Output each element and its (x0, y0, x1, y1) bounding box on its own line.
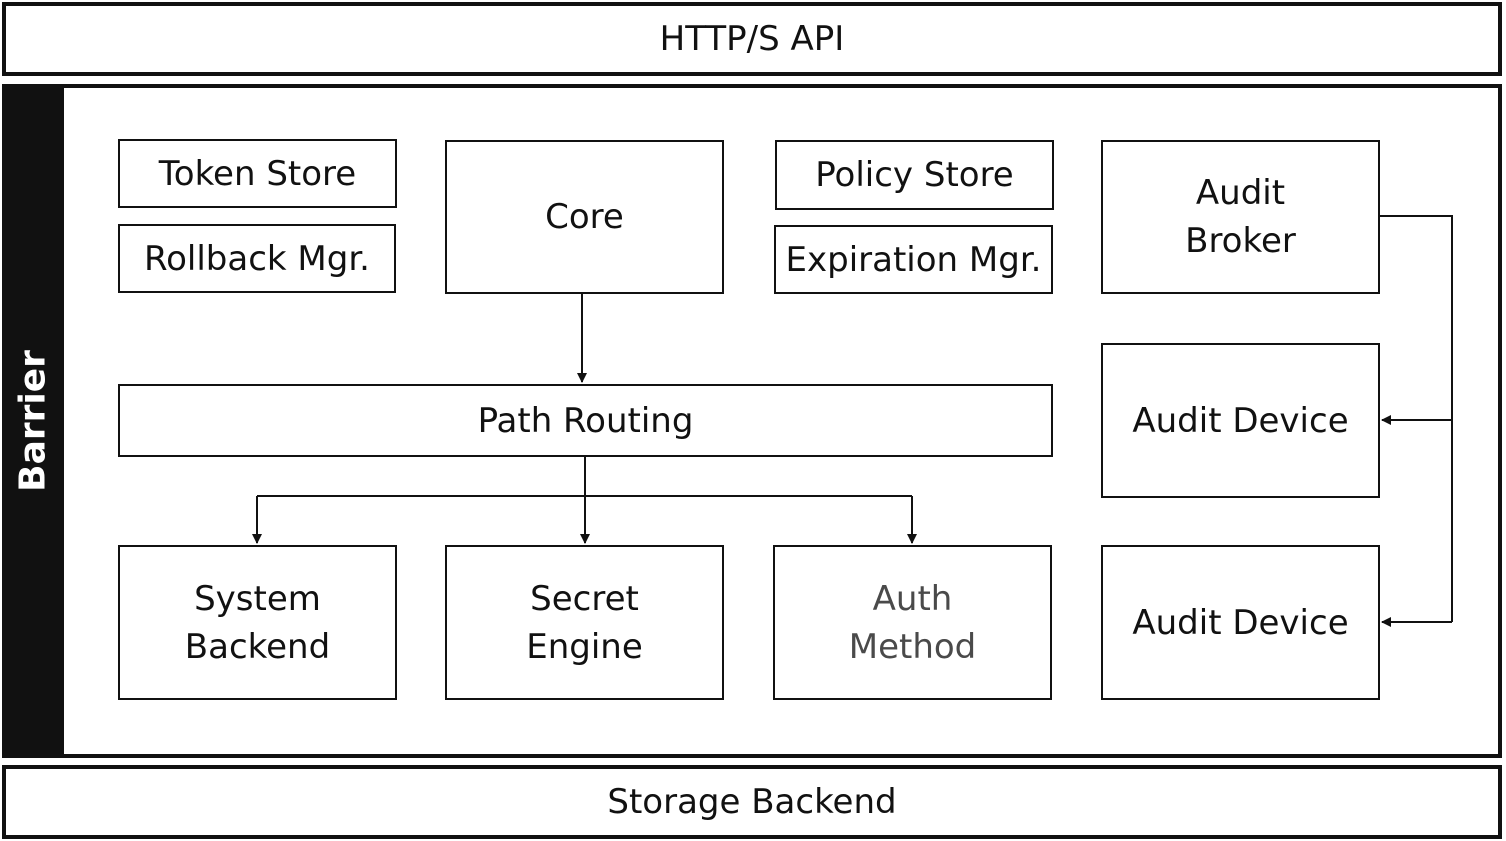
rollback-mgr-box: Rollback Mgr. (118, 224, 396, 293)
http-api-layer: HTTP/S API (2, 2, 1502, 76)
secret-engine-label: Secret Engine (526, 578, 643, 667)
barrier-sidebar: Barrier (2, 84, 64, 758)
core-label: Core (545, 197, 624, 237)
policy-store-label: Policy Store (815, 155, 1014, 195)
auth-method-box: Auth Method (773, 545, 1052, 700)
audit-device-label-2: Audit Device (1132, 602, 1349, 643)
core-box: Core (445, 140, 724, 294)
path-routing-box: Path Routing (118, 384, 1053, 457)
token-store-box: Token Store (118, 139, 397, 208)
barrier-label: Barrier (12, 350, 54, 492)
audit-broker-label: Audit Broker (1185, 173, 1296, 261)
path-routing-label: Path Routing (477, 400, 694, 441)
auth-method-label: Auth Method (848, 578, 977, 667)
rollback-mgr-label: Rollback Mgr. (144, 238, 370, 279)
policy-store-box: Policy Store (775, 140, 1054, 210)
expiration-mgr-box: Expiration Mgr. (774, 225, 1053, 294)
audit-device-box-1: Audit Device (1101, 343, 1380, 498)
audit-broker-box: Audit Broker (1101, 140, 1380, 294)
system-backend-label: System Backend (184, 578, 331, 667)
token-store-label: Token Store (158, 153, 357, 194)
system-backend-box: System Backend (118, 545, 397, 700)
storage-backend-layer: Storage Backend (2, 765, 1502, 839)
audit-device-box-2: Audit Device (1101, 545, 1380, 700)
storage-backend-label: Storage Backend (607, 782, 897, 822)
expiration-mgr-label: Expiration Mgr. (785, 239, 1042, 280)
audit-device-label-1: Audit Device (1132, 400, 1349, 441)
http-api-label: HTTP/S API (659, 19, 845, 59)
secret-engine-box: Secret Engine (445, 545, 724, 700)
